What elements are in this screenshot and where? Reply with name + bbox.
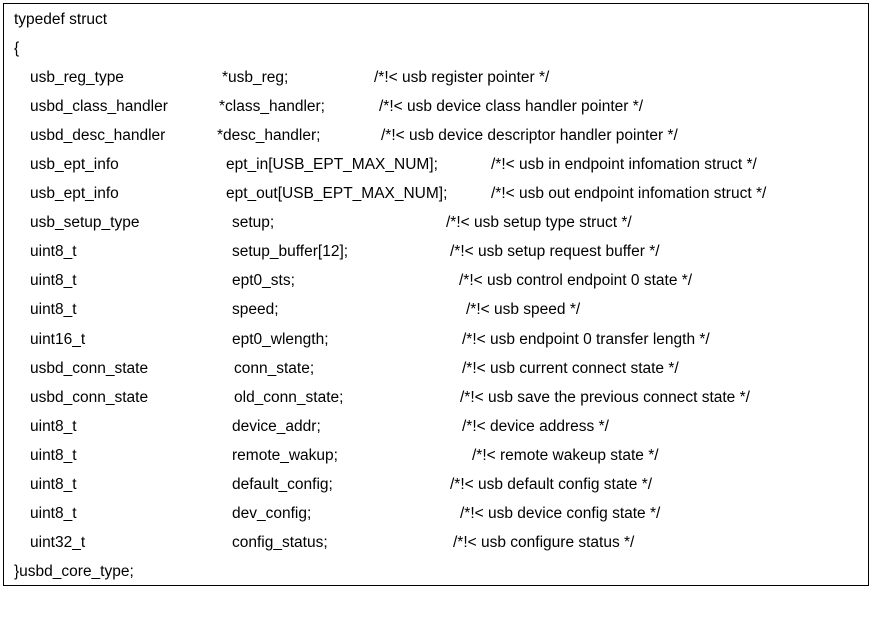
field-type-text: uint8_t xyxy=(30,504,77,522)
field-type-text: uint8_t xyxy=(30,475,77,493)
field-type-text: uint8_t xyxy=(30,417,77,435)
typedef-keyword-text: typedef struct xyxy=(14,11,108,28)
field-comment-text: /*!< usb speed */ xyxy=(466,301,581,319)
field-name-text: *desc_handler; xyxy=(217,127,321,145)
field-type-text: usbd_conn_state xyxy=(30,359,149,377)
code-listing-box: typedef struct { usb_reg_type *usb_reg; /*… xyxy=(3,3,869,586)
struct-field-row: uint8_t dev_config; /*!< usb device config… xyxy=(4,503,868,525)
open-brace-text: { xyxy=(14,40,20,57)
field-type-text: usb_setup_type xyxy=(30,214,140,232)
field-comment-text: /*!< usb device descriptor handler point… xyxy=(381,127,678,145)
field-name-text: speed; xyxy=(232,301,279,319)
field-name-text: ept0_wlength; xyxy=(232,330,329,348)
code-line-close: }usbd_core_type; xyxy=(4,561,868,583)
struct-field-row: uint8_t setup_buffer[12]; /*!< usb setup r… xyxy=(4,241,868,263)
struct-field-row: usb_reg_type *usb_reg; /*!< usb register p… xyxy=(4,67,868,89)
struct-field-row: usbd_conn_state old_conn_state; /*!< usb s… xyxy=(4,387,868,409)
field-comment-text: /*!< usb current connect state */ xyxy=(462,359,679,377)
field-name-text: conn_state; xyxy=(234,359,315,377)
field-comment-text: /*!< usb endpoint 0 transfer length */ xyxy=(462,330,710,348)
field-type-text: uint8_t xyxy=(30,301,77,319)
struct-field-row: uint8_t ept0_sts; /*!< usb control endpoin… xyxy=(4,270,868,292)
struct-field-row: usbd_desc_handler *desc_handler; /*!< usb … xyxy=(4,125,868,147)
field-type-text: uint8_t xyxy=(30,272,77,290)
struct-field-row: uint8_t remote_wakup; /*!< remote wakeup s… xyxy=(4,445,868,467)
field-type-text: uint8_t xyxy=(30,243,77,261)
struct-field-row: usbd_class_handler *class_handler; /*!< us… xyxy=(4,96,868,118)
field-name-text: old_conn_state; xyxy=(234,388,344,406)
field-name-text: *usb_reg; xyxy=(222,69,289,86)
field-type-text: usbd_desc_handler xyxy=(30,127,166,145)
field-comment-text: /*!< usb device config state */ xyxy=(460,504,661,522)
code-line-typedef: typedef struct xyxy=(4,9,868,31)
field-comment-text: /*!< usb setup type struct */ xyxy=(446,214,632,232)
field-name-text: ept_in[USB_EPT_MAX_NUM]; xyxy=(226,156,438,174)
field-type-text: usbd_conn_state xyxy=(30,388,149,406)
struct-field-row: usb_ept_info ept_in[USB_EPT_MAX_NUM]; /*!<… xyxy=(4,154,868,176)
struct-field-row: usbd_conn_state conn_state; /*!< usb curre… xyxy=(4,358,868,380)
field-name-text: ept_out[USB_EPT_MAX_NUM]; xyxy=(226,185,448,203)
code-line-open-brace: { xyxy=(4,38,868,60)
struct-field-row: usb_setup_type setup; /*!< usb setup type … xyxy=(4,212,868,234)
field-name-text: setup; xyxy=(232,214,275,232)
field-type-text: usb_reg_type xyxy=(30,69,124,86)
field-type-text: uint16_t xyxy=(30,330,86,348)
field-name-text: dev_config; xyxy=(232,504,312,522)
field-name-text: config_status; xyxy=(232,533,328,551)
closing-type-name-text: }usbd_core_type; xyxy=(14,563,134,580)
field-name-text: *class_handler; xyxy=(219,98,325,116)
struct-field-row: uint16_t ept0_wlength; /*!< usb endpoint 0… xyxy=(4,329,868,351)
field-comment-text: /*!< usb default config state */ xyxy=(450,475,653,493)
struct-field-row: uint8_t device_addr; /*!< device address *… xyxy=(4,416,868,438)
field-comment-text: /*!< remote wakeup state */ xyxy=(472,446,659,464)
struct-field-row: uint8_t speed; /*!< usb speed */ xyxy=(4,299,868,321)
struct-field-row: uint32_t config_status; /*!< usb configure… xyxy=(4,532,868,554)
field-type-text: usb_ept_info xyxy=(30,185,119,203)
field-type-text: usb_ept_info xyxy=(30,156,119,174)
field-name-text: device_addr; xyxy=(232,417,321,435)
field-comment-text: /*!< usb configure status */ xyxy=(453,533,635,551)
field-comment-text: /*!< usb register pointer */ xyxy=(374,69,550,86)
struct-field-row: usb_ept_info ept_out[USB_EPT_MAX_NUM]; /*!… xyxy=(4,183,868,205)
field-comment-text: /*!< device address */ xyxy=(462,417,609,435)
field-type-text: usbd_class_handler xyxy=(30,98,168,116)
field-type-text: uint8_t xyxy=(30,446,77,464)
field-name-text: default_config; xyxy=(232,475,333,493)
field-comment-text: /*!< usb out endpoint infomation struct … xyxy=(491,185,767,203)
field-name-text: remote_wakup; xyxy=(232,446,338,464)
field-comment-text: /*!< usb device class handler pointer */ xyxy=(379,98,644,116)
field-comment-text: /*!< usb setup request buffer */ xyxy=(450,243,660,261)
field-name-text: ept0_sts; xyxy=(232,272,295,290)
field-type-text: uint32_t xyxy=(30,533,86,551)
field-comment-text: /*!< usb save the previous connect state… xyxy=(460,388,750,406)
field-comment-text: /*!< usb in endpoint infomation struct *… xyxy=(491,156,757,174)
field-name-text: setup_buffer[12]; xyxy=(232,243,349,261)
field-comment-text: /*!< usb control endpoint 0 state */ xyxy=(459,272,693,290)
struct-field-row: uint8_t default_config; /*!< usb default c… xyxy=(4,474,868,496)
